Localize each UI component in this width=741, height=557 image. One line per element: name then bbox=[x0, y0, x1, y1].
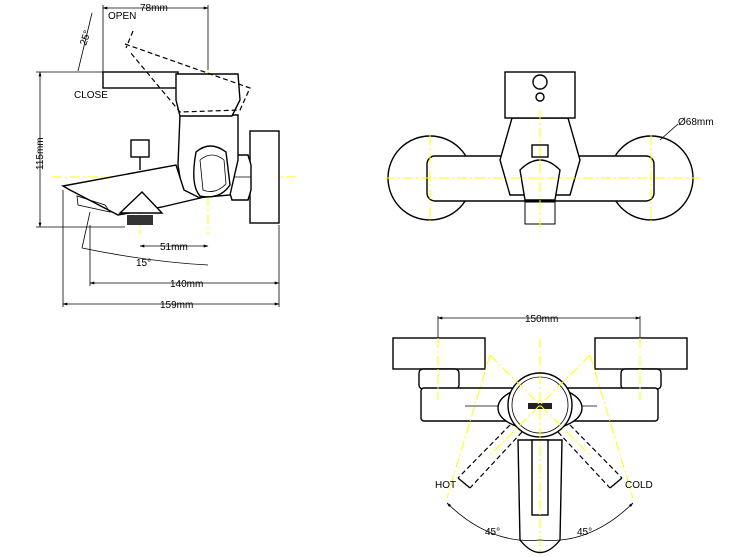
centerline-cold bbox=[589, 354, 634, 499]
cold-label: COLD bbox=[625, 480, 653, 491]
dim-159mm: 159mm bbox=[160, 300, 193, 311]
hot-angle: 45° bbox=[485, 527, 500, 538]
cold-lever-dashed bbox=[557, 424, 623, 489]
top-right-nut bbox=[620, 368, 662, 390]
lever-open-dashed-end bbox=[125, 30, 134, 49]
diverter-knob bbox=[130, 139, 150, 158]
front-view: Ø68mm bbox=[385, 71, 714, 232]
handle-hole-lower bbox=[535, 92, 545, 102]
centerline-diagonal bbox=[489, 354, 591, 456]
cold-angle: 45° bbox=[577, 527, 592, 538]
dim-15deg: 15° bbox=[136, 258, 151, 269]
aerator-thread bbox=[127, 215, 153, 225]
angle-line-15deg bbox=[81, 211, 91, 249]
wall-flange bbox=[249, 130, 280, 224]
dim-51mm: 51mm bbox=[160, 242, 188, 253]
lever-tips bbox=[457, 477, 623, 489]
dim-25deg: 25° bbox=[78, 29, 93, 47]
hot-label: HOT bbox=[435, 480, 456, 491]
angle-arc-15deg bbox=[81, 247, 209, 266]
top-right-flange bbox=[594, 337, 688, 370]
handle-hole-upper bbox=[532, 74, 548, 90]
top-view: 150mm HOT COLD 45° 45° bbox=[392, 314, 688, 555]
angle-arc-hot bbox=[446, 502, 541, 541]
centerline-diagonal bbox=[489, 354, 591, 456]
front-spout-neck bbox=[519, 159, 561, 201]
dim-115mm: 115mm bbox=[35, 137, 46, 170]
inlet-ring-inner bbox=[199, 154, 227, 192]
handle-head bbox=[175, 73, 241, 117]
side-view: 78mm OPEN CLOSE 25° 115mm 51mm 15° 140mm… bbox=[35, 3, 297, 311]
lever-open-dashed bbox=[124, 43, 251, 113]
dim-140mm: 140mm bbox=[170, 279, 203, 290]
top-left-nut bbox=[418, 368, 460, 390]
dim-150mm: 150mm bbox=[525, 314, 558, 325]
dim-diameter-68mm: Ø68mm bbox=[678, 117, 714, 128]
aerator-cone bbox=[118, 191, 164, 214]
leader-line-68mm bbox=[659, 123, 679, 141]
dim-78mm: 78mm bbox=[140, 3, 168, 14]
open-label: OPEN bbox=[108, 11, 136, 22]
close-label: CLOSE bbox=[74, 90, 108, 101]
spout-underside bbox=[76, 195, 111, 213]
top-left-flange bbox=[392, 337, 486, 370]
lever-closed bbox=[102, 71, 179, 89]
hot-lever-dashed bbox=[457, 424, 523, 489]
angle-arc-cold bbox=[539, 502, 634, 541]
centerline-hot bbox=[446, 354, 491, 499]
angle-line-25deg bbox=[77, 12, 93, 72]
